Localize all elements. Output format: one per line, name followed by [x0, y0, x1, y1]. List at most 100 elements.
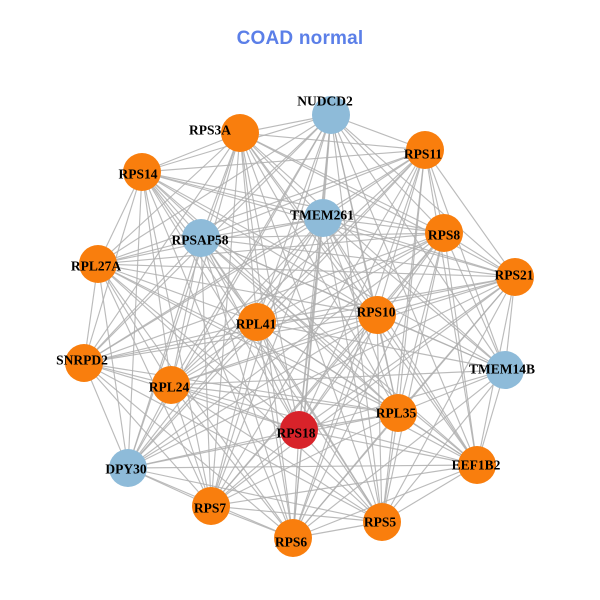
graph-edge: [127, 412, 399, 469]
graph-edge: [256, 314, 378, 323]
graph-node[interactable]: RPL41: [236, 303, 277, 341]
node-circle-rpsap58[interactable]: [182, 219, 220, 257]
node-label-rpl27a: RPL27A: [71, 259, 122, 274]
graph-edge: [83, 362, 294, 539]
graph-edge: [443, 232, 506, 371]
graph-edge: [210, 464, 478, 507]
graph-edge: [97, 263, 300, 431]
graph-edge: [97, 263, 378, 316]
graph-edge: [141, 171, 294, 539]
graph-edge: [83, 321, 258, 364]
node-circle-rps3a[interactable]: [221, 114, 259, 152]
graph-edge: [298, 149, 426, 431]
graph-node[interactable]: RPS8: [425, 214, 463, 252]
node-label-dpy30: DPY30: [105, 462, 146, 477]
node-label-tmem261: TMEM261: [290, 208, 354, 223]
graph-edge: [239, 132, 324, 219]
node-circle-rps14[interactable]: [123, 153, 161, 191]
graph-edge: [127, 464, 478, 469]
graph-node[interactable]: RPS3A: [189, 114, 259, 152]
graph-edge: [298, 276, 516, 431]
graph-edge: [83, 149, 426, 364]
graph-edge: [322, 217, 383, 523]
graph-edge: [424, 149, 478, 466]
graph-node[interactable]: DPY30: [105, 449, 147, 487]
graph-edge: [256, 321, 383, 523]
graph-edge: [292, 464, 478, 539]
graph-edge: [141, 171, 324, 219]
graph-node[interactable]: RPL24: [149, 366, 190, 404]
node-circle-rpl35[interactable]: [379, 394, 417, 432]
graph-edge: [170, 384, 399, 414]
graph-edge: [200, 237, 478, 466]
node-circle-rps18[interactable]: [280, 411, 318, 449]
graph-edge: [97, 263, 478, 466]
graph-edge: [141, 149, 426, 173]
graph-edge: [127, 276, 516, 469]
graph-node[interactable]: RPS14: [118, 153, 161, 191]
node-circle-rps7[interactable]: [192, 487, 230, 525]
node-circle-rps5[interactable]: [363, 503, 401, 541]
node-label-eef1b2: EEF1B2: [452, 458, 501, 473]
node-circle-rpl24[interactable]: [152, 366, 190, 404]
graph-node[interactable]: RPSAP58: [172, 219, 229, 257]
graph-edge: [256, 321, 506, 371]
graph-edge: [381, 369, 506, 523]
node-circle-rps21[interactable]: [496, 258, 534, 296]
graph-node[interactable]: EEF1B2: [452, 446, 501, 484]
graph-node[interactable]: NUDCD2: [297, 94, 353, 135]
node-circle-nudcd2[interactable]: [312, 96, 350, 134]
graph-node[interactable]: RPS21: [494, 258, 534, 296]
node-label-rpsap58: RPSAP58: [172, 233, 229, 248]
node-circle-dpy30[interactable]: [109, 449, 147, 487]
graph-edge: [298, 114, 332, 431]
graph-edge: [443, 232, 478, 466]
graph-edge: [381, 276, 516, 523]
graph-edge: [141, 171, 378, 316]
graph-edge: [97, 232, 445, 265]
graph-edge: [424, 149, 516, 278]
chart-title: COAD normal: [236, 28, 364, 49]
graph-node[interactable]: TMEM14B: [469, 351, 535, 389]
graph-edge: [239, 132, 516, 278]
graph-edge: [376, 314, 383, 523]
graph-node[interactable]: RPL35: [376, 394, 417, 432]
graph-node[interactable]: RPS6: [274, 519, 312, 557]
graph-edge: [170, 384, 383, 523]
node-circle-rps10[interactable]: [358, 296, 396, 334]
graph-edge: [170, 276, 516, 386]
node-label-rpl24: RPL24: [149, 380, 190, 395]
node-circle-rps6[interactable]: [274, 519, 312, 557]
node-label-rps8: RPS8: [428, 228, 461, 243]
graph-node[interactable]: RPS5: [363, 503, 401, 541]
graph-edge: [292, 314, 378, 539]
node-circle-rps8[interactable]: [425, 214, 463, 252]
graph-node[interactable]: RPS11: [404, 131, 444, 169]
graph-node[interactable]: RPS7: [192, 487, 230, 525]
graph-edge: [83, 362, 383, 523]
node-circle-tmem261[interactable]: [304, 199, 342, 237]
graph-edge: [381, 149, 426, 523]
node-circle-rpl41[interactable]: [238, 303, 276, 341]
node-label-rps10: RPS10: [356, 305, 395, 320]
node-label-rps11: RPS11: [404, 147, 443, 162]
graph-edge: [239, 132, 399, 414]
node-circle-rpl27a[interactable]: [79, 245, 117, 283]
node-circle-rps11[interactable]: [406, 131, 444, 169]
graph-node[interactable]: RPS10: [356, 296, 396, 334]
graph-node[interactable]: TMEM261: [290, 199, 354, 237]
graph-edge: [97, 263, 129, 469]
graph-node[interactable]: SNRPD2: [56, 344, 108, 382]
graph-node[interactable]: RPS18: [276, 411, 318, 449]
graph-edge: [200, 114, 332, 239]
graph-edge: [256, 321, 300, 431]
node-circle-eef1b2[interactable]: [458, 446, 496, 484]
graph-edge: [381, 232, 445, 523]
edge-layer: [83, 114, 516, 539]
graph-node[interactable]: RPL27A: [71, 245, 122, 283]
node-circle-tmem14b[interactable]: [486, 351, 524, 389]
node-circle-snrpd2[interactable]: [65, 344, 103, 382]
graph-edge: [200, 237, 294, 539]
